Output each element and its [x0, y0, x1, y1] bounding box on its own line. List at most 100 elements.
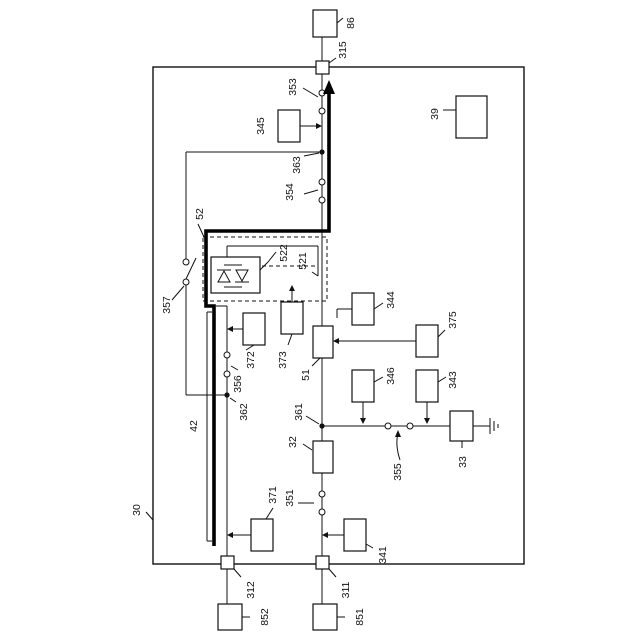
leader-52 [198, 224, 204, 237]
leader-361 [306, 416, 319, 424]
arrowhead-355 [395, 430, 401, 437]
leader-357 [172, 286, 184, 300]
block-341 [344, 519, 366, 551]
block-344 [352, 293, 374, 325]
switch-356-a [224, 371, 230, 377]
block-345 [278, 110, 300, 142]
label-355: 355 [392, 463, 404, 481]
switch-355-a [385, 423, 391, 429]
svg-text:852: 852 [259, 608, 271, 626]
label-852: 852 [259, 608, 271, 626]
leader-375 [438, 330, 445, 337]
block-39 [456, 96, 487, 138]
svg-text:353: 353 [287, 78, 299, 96]
svg-text:357: 357 [161, 296, 173, 314]
label-32: 32 [287, 436, 299, 448]
svg-text:345: 345 [255, 117, 267, 135]
svg-text:30: 30 [131, 504, 143, 516]
svg-text:362: 362 [238, 403, 250, 421]
switch-354-a [319, 197, 325, 203]
label-341: 341 [377, 546, 389, 564]
label-39: 39 [429, 108, 441, 120]
label-371: 371 [267, 486, 279, 504]
svg-text:315: 315 [337, 41, 349, 59]
label-42: 42 [188, 420, 200, 432]
svg-text:344: 344 [385, 291, 397, 309]
label-851: 851 [354, 608, 366, 626]
leader-344 [374, 303, 383, 309]
label-345: 345 [255, 117, 267, 135]
svg-text:42: 42 [188, 420, 200, 432]
leader-346 [374, 377, 383, 382]
switch-353-a [319, 108, 325, 114]
label-51: 51 [300, 369, 312, 381]
arrowhead-372 [227, 326, 233, 332]
arrowhead-343 [424, 418, 430, 424]
leader-353 [303, 88, 318, 97]
arrowhead-371 [227, 532, 233, 538]
svg-text:354: 354 [284, 183, 296, 201]
terminal-311 [316, 556, 329, 569]
leader-341 [366, 544, 373, 548]
arrowhead-345 [316, 123, 322, 129]
leader-51 [312, 358, 320, 366]
label-351: 351 [284, 489, 296, 507]
label-356: 356 [232, 375, 244, 393]
block-51 [313, 326, 333, 358]
switch-357-a [183, 279, 189, 285]
current-path-arrowhead [323, 80, 335, 94]
label-86: 86 [345, 17, 357, 29]
svg-text:351: 351 [284, 489, 296, 507]
switch-357-b [183, 259, 189, 265]
leader-315 [329, 58, 336, 63]
label-30: 30 [131, 504, 143, 516]
block-375 [416, 325, 438, 357]
svg-text:346: 346 [385, 367, 397, 385]
label-375: 375 [447, 311, 459, 329]
label-361: 361 [293, 403, 305, 421]
svg-text:39: 39 [429, 108, 441, 120]
svg-text:311: 311 [340, 581, 352, 598]
label-343: 343 [447, 371, 459, 389]
block-852 [218, 604, 242, 630]
leader-354 [304, 190, 318, 194]
relay-522 [211, 257, 260, 293]
svg-text:32: 32 [287, 436, 299, 448]
arrowhead-341 [322, 532, 328, 538]
label-344: 344 [385, 291, 397, 309]
svg-text:375: 375 [447, 311, 459, 329]
label-346: 346 [385, 367, 397, 385]
label-363: 363 [291, 156, 303, 174]
switch-355-b [407, 423, 413, 429]
leader-522 [268, 252, 276, 262]
block-372 [243, 313, 265, 345]
leader-373 [288, 334, 292, 345]
label-372: 372 [245, 351, 257, 369]
leader-312 [234, 569, 241, 577]
label-52: 52 [194, 208, 206, 220]
label-362: 362 [238, 403, 250, 421]
leader-32 [303, 444, 312, 450]
label-357: 357 [161, 296, 173, 314]
block-32 [313, 441, 333, 473]
leader-356 [231, 366, 238, 370]
svg-text:521: 521 [297, 252, 309, 270]
svg-text:372: 372 [245, 351, 257, 369]
leader-521 [312, 272, 318, 276]
label-521: 521 [297, 252, 309, 270]
svg-text:52: 52 [194, 208, 206, 220]
svg-text:363: 363 [291, 156, 303, 174]
switch-351-b [319, 491, 325, 497]
block-851 [313, 604, 337, 630]
label-311: 311 [340, 581, 352, 598]
label-312: 312 [245, 581, 257, 599]
leader-86 [337, 18, 343, 23]
svg-text:361: 361 [293, 403, 305, 421]
arrowhead-375 [333, 338, 339, 344]
svg-text:86: 86 [345, 17, 357, 29]
svg-text:373: 373 [277, 351, 289, 369]
leader-343 [438, 377, 446, 382]
leader-372 [246, 345, 254, 350]
